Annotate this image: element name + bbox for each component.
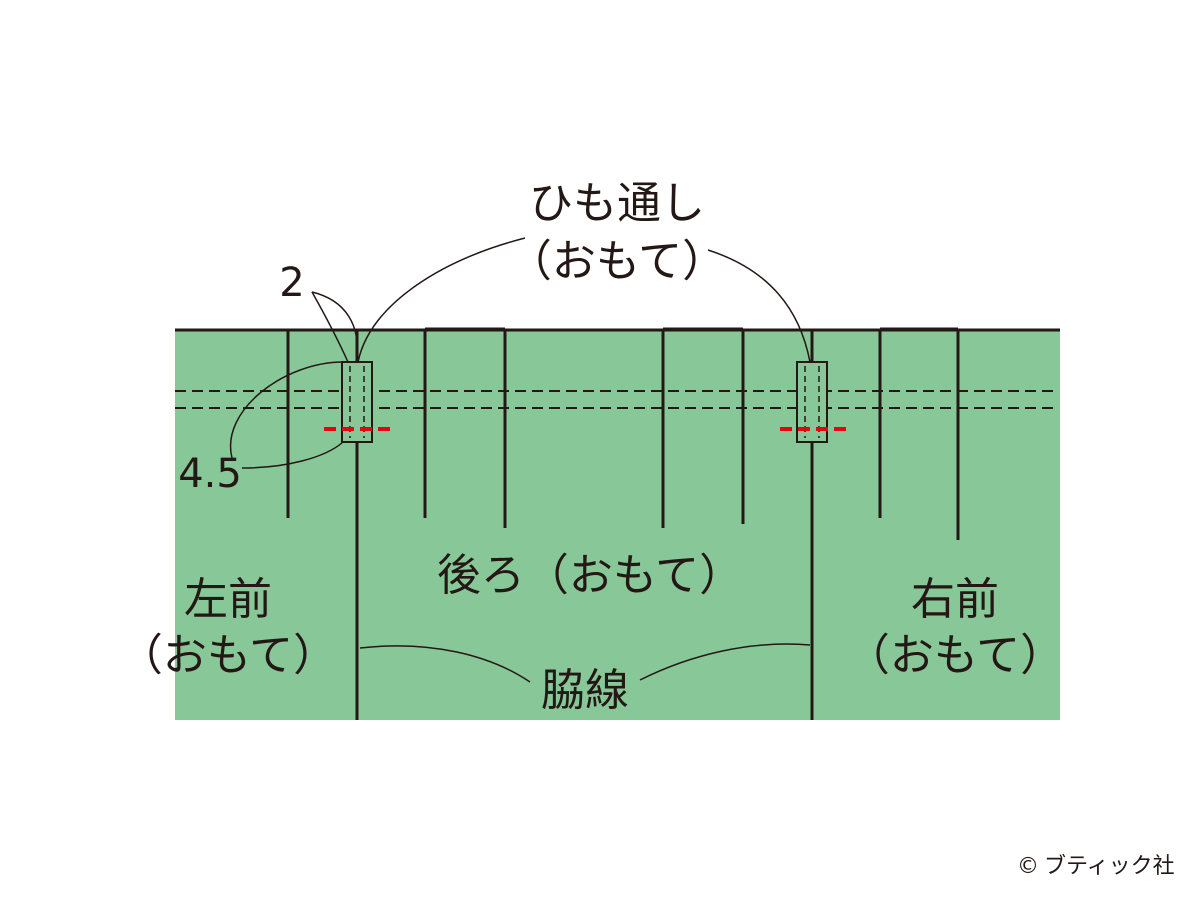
- drawstring-casing-left: [324, 361, 390, 443]
- right-front-label-line2: （おもて）: [846, 630, 1064, 681]
- drawstring-label-line1: ひも通し: [529, 178, 705, 229]
- pleat-lines: [286, 330, 960, 540]
- copyright-symbol: ©: [1017, 854, 1039, 879]
- copyright-text: ブティック社: [1044, 854, 1175, 879]
- left-front-label-line2: （おもて）: [119, 630, 337, 681]
- dimension-2-label: 2: [279, 260, 304, 306]
- side-seam-label: 脇線: [541, 665, 629, 716]
- fabric-panel: [175, 330, 1060, 720]
- right-front-label-line1: 右前: [911, 574, 999, 625]
- dimension-4-5-label: 4.5: [178, 451, 242, 497]
- drawstring-casing-right: [780, 361, 846, 443]
- stitch-lines: [175, 390, 1055, 409]
- back-panel-label: 後ろ（おもて）: [437, 550, 743, 601]
- leader-lines: [229, 237, 811, 683]
- left-front-label-line1: 左前: [184, 574, 272, 625]
- drawstring-label-line2: （おもて）: [508, 236, 726, 287]
